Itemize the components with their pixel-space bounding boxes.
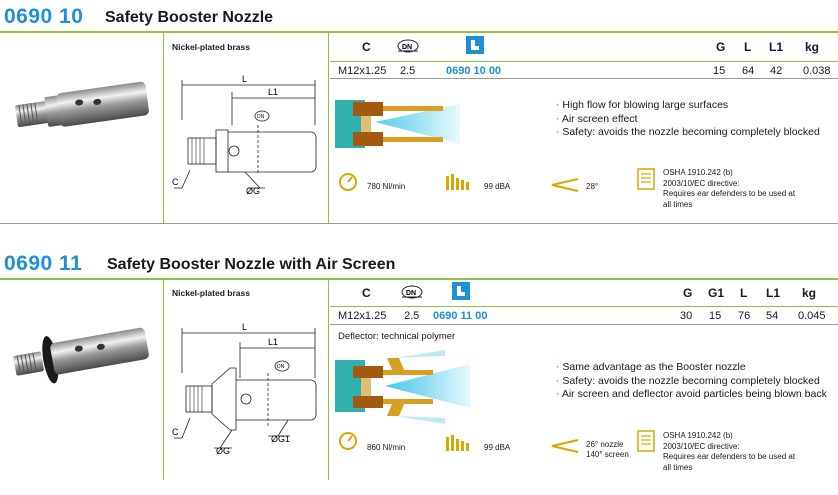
dim-C: C xyxy=(172,427,179,437)
list-item: · High flow for blowing large surfaces xyxy=(556,99,729,111)
angle-value: 28° xyxy=(586,182,599,191)
dn-icon: DN xyxy=(401,285,423,299)
regulation-text: OSHA 1910.242 (b) 2003/10/EC directive: … xyxy=(663,431,796,472)
cell-C: M12x1.25 xyxy=(338,65,387,77)
header-divider xyxy=(0,31,838,33)
dim-G1: ØG1 xyxy=(271,434,290,444)
dim-L1: L1 xyxy=(268,87,278,97)
column-divider xyxy=(328,280,329,480)
cell-kg: 0.045 xyxy=(798,310,826,322)
table-divider xyxy=(330,78,838,79)
cell-G: 30 xyxy=(680,310,693,322)
product-code: 0690 11 xyxy=(4,252,83,275)
product-photo xyxy=(15,81,149,127)
regulation-document-icon xyxy=(637,430,655,452)
cell-order-code[interactable]: 0690 11 00 xyxy=(433,310,488,322)
col-header-L1: L1 xyxy=(766,286,781,300)
cell-L: 76 xyxy=(738,310,751,322)
table-divider xyxy=(330,61,838,62)
regulation-text: OSHA 1910.242 (b) 2003/10/EC directive: … xyxy=(663,168,796,209)
dim-L: L xyxy=(242,322,247,332)
dim-DN: DN xyxy=(277,364,285,370)
product-title: Safety Booster Nozzle xyxy=(105,9,274,26)
dim-DN: DN xyxy=(257,114,265,120)
col-header-G1: G1 xyxy=(708,286,725,300)
order-code-icon xyxy=(466,36,484,54)
product-photo xyxy=(13,327,149,384)
material-label: Nickel-plated brass xyxy=(172,42,250,52)
col-header-C: C xyxy=(362,40,371,54)
col-header-C: C xyxy=(362,286,371,300)
noise-level-icon xyxy=(446,174,469,190)
flow-gauge-icon xyxy=(339,432,357,450)
noise-value: 99 dBA xyxy=(484,182,511,191)
col-header-G: G xyxy=(716,40,726,54)
table-divider xyxy=(330,324,838,325)
list-item: · Air screen effect xyxy=(556,112,638,125)
dn-icon: DN xyxy=(397,39,419,53)
material-label: Nickel-plated brass xyxy=(172,288,250,298)
svg-text:DN: DN xyxy=(406,290,416,297)
feature-list: · Same advantage as the Booster nozzle ·… xyxy=(556,361,827,402)
cell-L1: 42 xyxy=(770,65,783,77)
flow-gauge-icon xyxy=(339,173,357,191)
technical-drawing: L L1 DN C ØG ØG1 xyxy=(172,322,317,456)
cell-L: 64 xyxy=(742,65,755,77)
dim-L: L xyxy=(242,74,247,84)
cell-order-code[interactable]: 0690 10 00 xyxy=(446,65,502,77)
table-divider xyxy=(330,306,838,307)
cell-kg: 0.038 xyxy=(803,65,831,77)
col-header-L: L xyxy=(744,40,752,54)
flow-value: 780 Nl/min xyxy=(367,182,406,191)
cell-G1: 15 xyxy=(709,310,722,322)
header-divider xyxy=(0,278,838,280)
column-divider xyxy=(328,33,329,223)
dim-G: ØG xyxy=(246,186,260,196)
list-item: · Safety: avoids the nozzle becoming com… xyxy=(556,126,820,138)
cell-DN: 2.5 xyxy=(400,65,416,77)
cell-DN: 2.5 xyxy=(404,310,420,322)
product-title: Safety Booster Nozzle with Air Screen xyxy=(107,256,396,273)
col-header-kg: kg xyxy=(805,40,820,54)
list-item: · Same advantage as the Booster nozzle xyxy=(556,361,746,373)
regulation-document-icon xyxy=(637,168,655,190)
technical-drawing: L L1 DN C ØG xyxy=(172,74,317,196)
cell-C: M12x1.25 xyxy=(338,310,387,322)
angle-value: 26° nozzle 140° screen xyxy=(586,440,629,459)
col-header-L1: L1 xyxy=(769,40,784,54)
cell-G: 15 xyxy=(713,65,726,77)
col-header-L: L xyxy=(740,286,748,300)
cell-L1: 54 xyxy=(766,310,779,322)
col-header-G: G xyxy=(683,286,693,300)
dim-G: ØG xyxy=(216,446,230,456)
spray-angle-icon xyxy=(551,439,579,453)
product-code: 0690 10 xyxy=(4,5,84,28)
noise-value: 99 dBA xyxy=(484,443,511,452)
spray-angle-icon xyxy=(551,178,579,192)
list-item: · Safety: avoids the nozzle becoming com… xyxy=(556,374,820,387)
column-divider xyxy=(163,33,164,223)
column-divider xyxy=(163,280,164,480)
svg-text:DN: DN xyxy=(402,44,412,51)
col-header-kg: kg xyxy=(802,286,817,300)
flow-value: 860 Nl/min xyxy=(367,443,406,452)
noise-level-icon xyxy=(446,435,469,451)
airflow-illustration xyxy=(335,350,470,424)
airflow-illustration xyxy=(335,100,460,148)
dim-L1: L1 xyxy=(268,337,278,347)
order-code-icon xyxy=(452,282,470,300)
section-divider xyxy=(0,223,838,224)
deflector-note: Deflector: technical polymer xyxy=(338,331,456,342)
list-item: · Air screen and deflector avoid particl… xyxy=(556,388,827,400)
dim-C: C xyxy=(172,177,179,187)
feature-list: · High flow for blowing large surfaces ·… xyxy=(556,99,820,140)
